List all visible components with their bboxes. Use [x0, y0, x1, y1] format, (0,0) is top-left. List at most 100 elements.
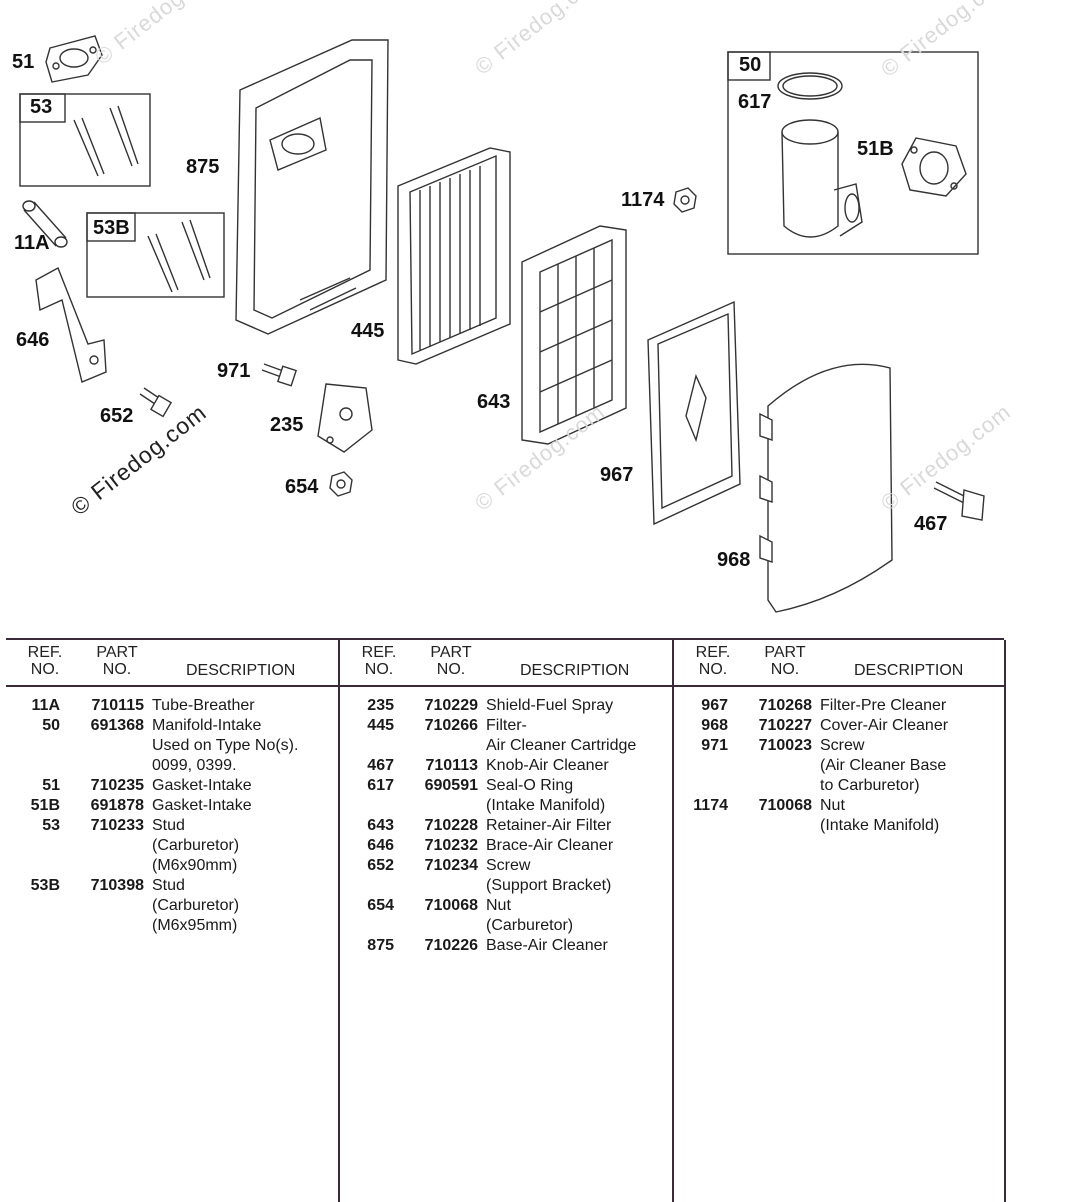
header-ref-no: REF. NO. — [361, 644, 397, 678]
part-50-box — [727, 51, 979, 255]
part-50-label-box — [727, 51, 771, 81]
part-53b-box — [86, 212, 225, 298]
ref-no-cell: 652 — [367, 857, 394, 874]
ref-no-cell: 617 — [367, 777, 394, 794]
description-cell: Stud (Carburetor) (M6x95mm) — [152, 877, 240, 934]
description-cell: Tube-Breather — [152, 697, 255, 714]
part-445-filter-cartridge — [397, 147, 511, 365]
ref-no-cell: 445 — [367, 717, 394, 734]
part-no-cell: 710233 — [90, 817, 144, 834]
ref-no-cell: 51B — [30, 797, 60, 814]
description-cell: Gasket-Intake — [152, 797, 252, 814]
part-no-cell: 710268 — [758, 697, 812, 714]
part-no-cell: 710229 — [424, 697, 478, 714]
callout-445: 445 — [351, 320, 385, 342]
part-968-cover — [759, 363, 893, 613]
part-643-retainer — [521, 225, 627, 445]
callout-617: 617 — [738, 91, 772, 113]
part-no-cell: 710266 — [424, 717, 478, 734]
part-53-studs — [73, 105, 139, 177]
header-part-no: PART NO. — [764, 644, 806, 678]
description-cell: Cover-Air Cleaner — [820, 717, 949, 734]
callout-646: 646 — [16, 329, 50, 351]
ref-no-cell: 53B — [30, 877, 60, 894]
part-no-cell: 691878 — [90, 797, 144, 814]
description-cell: Seal-O Ring (Intake Manifold) — [486, 777, 606, 814]
header-description: DESCRIPTION — [186, 662, 296, 679]
table-header: REF. NO. PART NO. DESCRIPTION — [674, 640, 1004, 687]
table-row: 445 710266 Filter- Air Cleaner Cartridge — [340, 716, 672, 756]
description-cell: Screw (Air Cleaner Base to Carburetor) — [820, 737, 947, 794]
part-652-screw — [139, 387, 173, 418]
exploded-parts-diagram: 51 53 875 11A 53B 646 445 971 652 235 65… — [12, 0, 1016, 613]
part-no-cell: 710232 — [424, 837, 478, 854]
callout-968: 968 — [717, 549, 751, 571]
part-235-shield — [317, 383, 373, 453]
part-467-knob — [933, 481, 985, 521]
table-row: 643 710228 Retainer-Air Filter — [340, 816, 672, 836]
description-cell: Base-Air Cleaner — [486, 937, 608, 954]
part-967-pre-cleaner — [647, 300, 741, 526]
table-header: REF. NO. PART NO. DESCRIPTION — [6, 640, 338, 687]
table-header: REF. NO. PART NO. DESCRIPTION — [340, 640, 672, 687]
description-cell: Retainer-Air Filter — [486, 817, 612, 834]
part-1174-nut — [673, 187, 697, 213]
ref-no-cell: 51 — [42, 777, 60, 794]
description-cell: Nut (Carburetor) — [486, 897, 574, 934]
callout-654: 654 — [285, 476, 319, 498]
part-654-nut — [329, 471, 353, 497]
table-row: 11A 710115 Tube-Breather — [6, 696, 338, 716]
description-cell: Stud (Carburetor) (M6x90mm) — [152, 817, 240, 874]
part-no-cell: 710227 — [758, 717, 812, 734]
part-971-screw — [261, 363, 298, 387]
header-description: DESCRIPTION — [520, 662, 630, 679]
description-cell: Screw (Support Bracket) — [486, 857, 612, 894]
part-875-base — [235, 39, 389, 335]
ref-no-cell: 11A — [31, 697, 60, 714]
part-no-cell: 710226 — [424, 937, 478, 954]
diagram-drawing — [19, 35, 985, 613]
part-no-cell: 710113 — [425, 757, 478, 774]
callout-652: 652 — [100, 405, 134, 427]
callout-235: 235 — [270, 414, 304, 436]
description-cell: Filter- Air Cleaner Cartridge — [486, 717, 637, 754]
table-row: 51B 691878 Gasket-Intake — [6, 796, 338, 816]
header-description: DESCRIPTION — [854, 662, 964, 679]
ref-no-cell: 967 — [701, 697, 728, 714]
parts-table: REF. NO. PART NO. DESCRIPTION 11A 710115 T… — [6, 638, 1006, 1202]
ref-no-cell: 968 — [701, 717, 728, 734]
part-no-cell: 710235 — [90, 777, 144, 794]
part-no-cell: 690591 — [424, 777, 478, 794]
part-no-cell: 710023 — [758, 737, 812, 754]
ref-no-cell: 53 — [42, 817, 60, 834]
ref-no-cell: 643 — [367, 817, 394, 834]
part-646-brace — [35, 267, 107, 383]
part-no-cell: 710115 — [91, 697, 144, 714]
part-no-cell: 710228 — [424, 817, 478, 834]
header-ref-no: REF. NO. — [27, 644, 63, 678]
header-part-no: PART NO. — [430, 644, 472, 678]
callout-643: 643 — [477, 391, 511, 413]
part-11a-tube — [22, 200, 68, 248]
part-51-gasket — [45, 35, 103, 83]
callout-51b: 51B — [857, 138, 894, 160]
part-617-oring — [777, 72, 843, 100]
ref-no-cell: 1174 — [693, 797, 728, 814]
part-53b-label-box — [86, 212, 136, 242]
callout-53: 53 — [30, 96, 53, 118]
description-cell: Knob-Air Cleaner — [486, 757, 609, 774]
description-cell: Manifold-Intake Used on Type No(s). 0099… — [152, 717, 299, 774]
description-cell: Filter-Pre Cleaner — [820, 697, 947, 714]
header-part-no: PART NO. — [96, 644, 138, 678]
description-cell: Nut (Intake Manifold) — [820, 797, 940, 834]
